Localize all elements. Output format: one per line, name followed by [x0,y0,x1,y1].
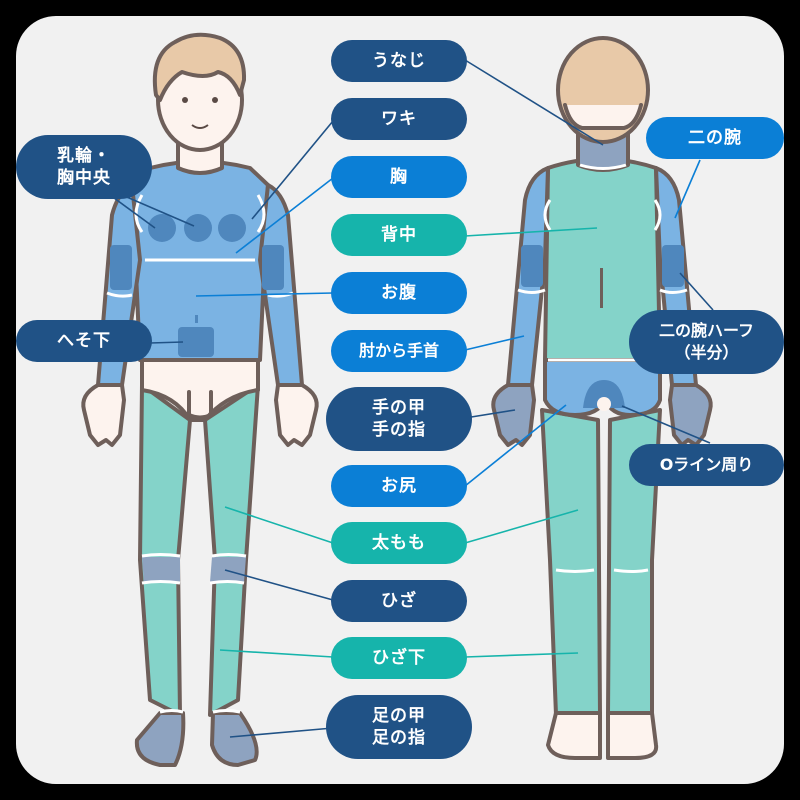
label-hesoshita[interactable]: へそ下 [16,320,152,362]
label-ninoude-half[interactable]: 二の腕ハーフ （半分） [629,310,784,374]
front-view-body [81,32,319,767]
label-te-kou-yubi[interactable]: 手の甲 手の指 [326,387,472,451]
label-hizashita[interactable]: ひざ下 [331,637,467,679]
label-nyurin-munechuo[interactable]: 乳輪・ 胸中央 [16,135,152,199]
label-senaka[interactable]: 背中 [331,214,467,256]
label-waki[interactable]: ワキ [331,98,467,140]
leader-lines [109,59,714,738]
label-hiza[interactable]: ひざ [331,580,467,622]
back-view-body [491,36,713,760]
label-mune[interactable]: 胸 [331,156,467,198]
label-o-line[interactable]: Oライン周り [629,444,784,486]
label-ashi-kou-yubi[interactable]: 足の甲 足の指 [326,695,472,759]
label-futomomo[interactable]: 太もも [331,522,467,564]
label-onaka[interactable]: お腹 [331,272,467,314]
label-hiji-tekubi[interactable]: 肘から手首 [331,330,467,372]
label-ninoude[interactable]: 二の腕 [646,117,784,159]
label-oshiri[interactable]: お尻 [331,465,467,507]
label-unaji[interactable]: うなじ [331,40,467,82]
